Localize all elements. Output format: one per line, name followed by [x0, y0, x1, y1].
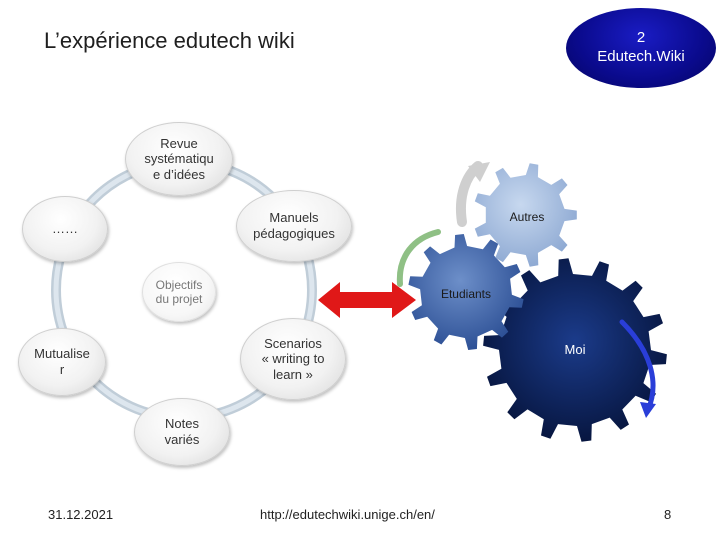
- gear-label-moi: Moi: [564, 342, 586, 357]
- badge-label: Edutech.Wiki: [597, 48, 685, 65]
- node-objectifs-line1: Objectifs: [155, 277, 203, 292]
- section-badge: 2 Edutech.Wiki: [566, 8, 716, 88]
- node-objectifs: Objectifs du projet: [142, 262, 216, 322]
- node-objectifs-line2: du projet: [155, 292, 203, 306]
- node-revue-line2: systématiqu: [144, 151, 214, 167]
- slide-title: L’expérience edutech wiki: [44, 28, 295, 53]
- grey-arc-arrowhead: [468, 162, 490, 182]
- gear-label-etudiants: Etudiants: [440, 287, 492, 301]
- node-manuels-line2: pédagogiques: [253, 226, 335, 241]
- footer-page-number: 8: [664, 507, 672, 522]
- node-scenarios-line2: « writing to: [261, 351, 325, 367]
- gear-label-autres: Autres: [509, 210, 545, 224]
- node-manuels-line1: Manuels: [269, 210, 319, 226]
- node-notes-line1: Notes: [165, 416, 199, 432]
- autres-gear: [474, 163, 577, 267]
- moi-gear: [483, 258, 667, 442]
- node-revue-line1: Revue: [160, 135, 198, 151]
- node-scenarios-line1: Scenarios: [264, 335, 322, 351]
- etudiants-gear: [408, 234, 524, 350]
- node-scenarios: Scenarios « writing to learn »: [240, 318, 346, 400]
- footer-url[interactable]: http://edutechwiki.unige.ch/en/: [260, 507, 435, 522]
- node-mutualiser: Mutualise r: [18, 328, 106, 396]
- node-notes-line2: variés: [164, 432, 200, 447]
- badge-number: 2: [636, 29, 646, 47]
- node-mutualiser-line2: r: [59, 362, 65, 377]
- node-revue: Revue systématiqu e d’idées: [125, 122, 233, 196]
- node-manuels: Manuels pédagogiques: [236, 190, 352, 262]
- green-arc: [396, 229, 441, 287]
- node-dots-label: ……: [52, 221, 78, 237]
- node-scenarios-line3: learn »: [273, 366, 313, 382]
- blue-arc-arrowhead: [640, 402, 656, 418]
- red-double-arrow: [318, 282, 416, 318]
- blue-arc: [619, 319, 656, 413]
- node-revue-line3: e d’idées: [152, 166, 206, 182]
- node-notes: Notes variés: [134, 398, 230, 466]
- node-dots: ……: [22, 196, 108, 262]
- node-mutualiser-line1: Mutualise: [34, 346, 90, 362]
- footer-date: 31.12.2021: [48, 507, 114, 522]
